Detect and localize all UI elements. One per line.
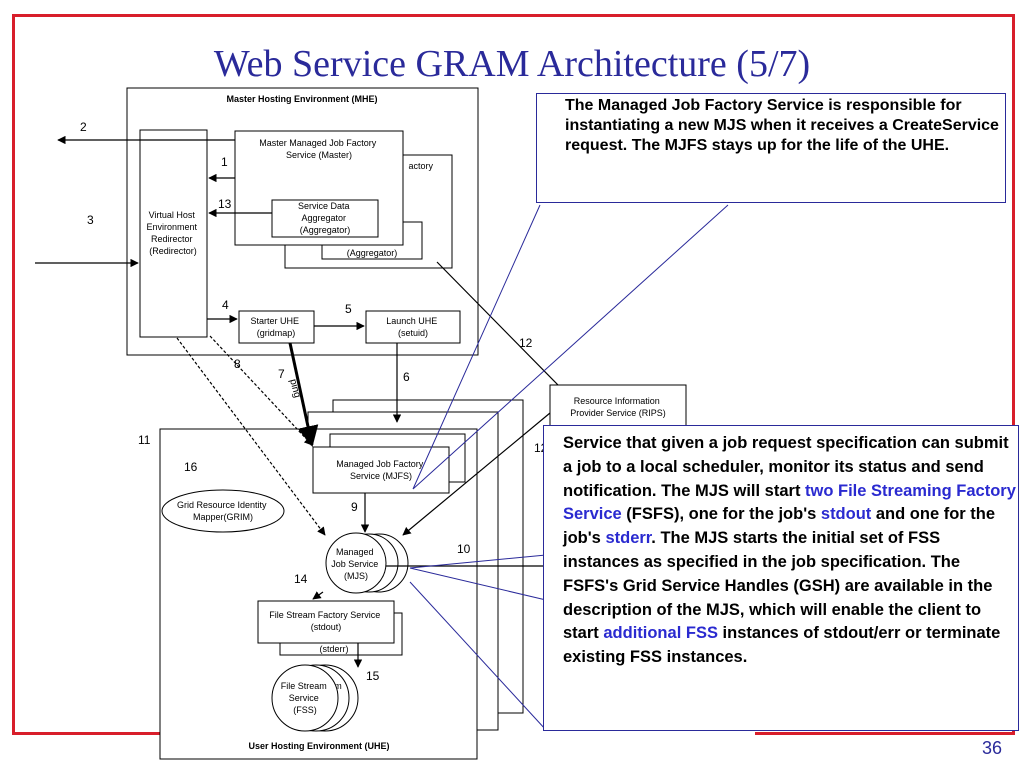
factory-partial-label: actory — [408, 161, 433, 171]
rips-label: Resource Information Provider Service (R… — [570, 396, 666, 418]
aggregator-label: Service Data Aggregator (Aggregator) — [298, 201, 352, 235]
fsfs-label: File Stream Factory Service (stdout) — [269, 610, 383, 632]
frame-right-border — [1012, 14, 1015, 735]
step-16: 16 — [184, 460, 198, 474]
master-mjfs-label: Master Managed Job Factory Service (Mast… — [259, 138, 379, 160]
arrow-14 — [312, 591, 324, 600]
starter-uhe-box — [238, 310, 315, 344]
arrow-7 — [288, 342, 319, 448]
step-15: 15 — [366, 669, 380, 683]
step-numbers: 2 1 3 13 4 5 12 8 7 6 11 12 16 9 10 14 1… — [80, 120, 548, 683]
mjs-circle — [325, 532, 387, 594]
step-11: 11 — [138, 433, 151, 447]
mjs-label: Managed Job Service (MJS) — [331, 547, 381, 581]
mjfs-callout-text: The Managed Job Factory Service is respo… — [565, 97, 999, 154]
arrow-12-bottom — [402, 412, 551, 536]
fsfs-box — [257, 600, 395, 644]
line-12-top — [436, 261, 559, 386]
mjs-callout-p5: instances of stdout/err or terminate exi… — [563, 624, 1001, 667]
arrow-11 — [176, 337, 326, 536]
step-7: 7 — [278, 367, 285, 381]
launch-uhe-box — [365, 310, 461, 344]
mjs-callout-p3: and one for the job's — [563, 505, 996, 548]
ping-label: ping — [287, 378, 303, 399]
slide-number: 36 — [981, 738, 1002, 758]
frame-bottom-border-left — [12, 732, 172, 735]
step-13: 13 — [218, 197, 232, 211]
starter-uhe-label: Starter UHE (gridmap) — [250, 316, 301, 338]
step-12a: 12 — [519, 336, 533, 350]
mjs-callout-p1: Service that given a job request specifi… — [563, 434, 1009, 500]
step-5: 5 — [345, 302, 352, 316]
callout2-pointer-top — [409, 554, 547, 601]
step-3: 3 — [87, 213, 94, 227]
mjs-callout: Service that given a job request specifi… — [543, 425, 1019, 731]
mhe-label: Master Hosting Environment (MHE) — [226, 94, 377, 104]
mjfs-label: Managed Job Factory Service (MJFS) — [336, 459, 426, 481]
mjs-callout-highlight-stderr: stderr — [605, 529, 652, 548]
callout1-pointer — [412, 204, 729, 490]
mjs-callout-highlight-stdout: stdout — [820, 505, 872, 524]
step-6: 6 — [403, 370, 410, 384]
step-1: 1 — [221, 155, 228, 169]
frame-bottom-border-right — [755, 732, 1015, 735]
frame-top-border — [12, 14, 1015, 17]
launch-uhe-label: Launch UHE (setuid) — [386, 316, 440, 338]
rips-box — [549, 384, 687, 428]
fss-label: File Stream Service (FSS) — [281, 681, 330, 715]
mjs-callout-p4: . The MJS starts the initial set of FSS … — [563, 529, 993, 643]
step-9: 9 — [351, 500, 358, 514]
aggregator-box — [271, 199, 379, 238]
uhe-label: User Hosting Environment (UHE) — [248, 741, 389, 751]
grim-ellipse — [161, 489, 285, 533]
mjs-callout-p2: (FSFS), one for the job's — [621, 505, 821, 524]
aggregator-back-label: (Aggregator) — [347, 248, 398, 258]
step-8: 8 — [234, 357, 241, 371]
redirector-box — [139, 129, 208, 338]
redirector-label: Virtual Host Environment Redirector (Red… — [146, 210, 199, 256]
step-10: 10 — [457, 542, 471, 556]
mjs-callout-highlight-fss: additional FSS — [603, 624, 718, 643]
mjfs-box — [312, 446, 450, 494]
frame-left-border — [12, 14, 15, 735]
mjs-callout-highlight-fsfs: two File Streaming Factory Service — [563, 481, 1016, 524]
fss-partial-label: m — [334, 681, 342, 691]
grim-label: Grid Resource Identity Mapper(GRIM) — [177, 500, 269, 522]
fsfs-back-label: (stderr) — [320, 644, 349, 654]
step-14: 14 — [294, 572, 308, 586]
step-4: 4 — [222, 298, 229, 312]
step-2: 2 — [80, 120, 87, 134]
mjfs-callout: The Managed Job Factory Service is respo… — [536, 93, 1006, 203]
callout2-pointer-bottom — [409, 581, 547, 731]
fss-circle — [271, 664, 339, 732]
slide-title: Web Service GRAM Architecture (5/7) — [213, 43, 811, 85]
